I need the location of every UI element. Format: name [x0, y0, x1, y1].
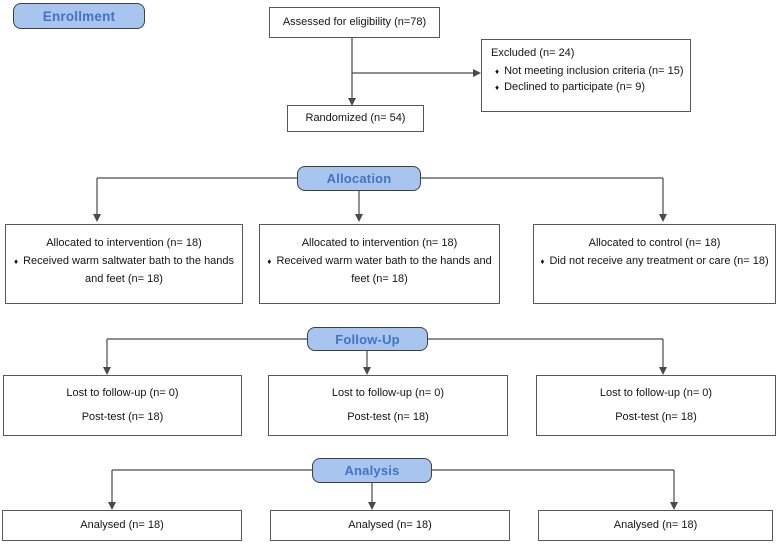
stage-label-allocation: Allocation — [297, 166, 421, 191]
allocation-detail-text: Received warm water bath to the hands an… — [276, 255, 492, 286]
allocation-title: Allocated to control (n= 18) — [588, 237, 721, 249]
lost-to-followup: Lost to follow-up (n= 0) — [66, 386, 179, 399]
arrowhead-analysis-left — [108, 502, 116, 510]
diamond-bullet-icon: ♦ — [540, 257, 545, 267]
excluded-item-text: Declined to participate (n= 9) — [504, 80, 646, 93]
box-followup-2: Lost to follow-up (n= 0) Post-test (n= 1… — [268, 375, 508, 436]
allocation-detail: ♦ Received warm water bath to the hands … — [266, 252, 493, 288]
diamond-bullet-icon: ♦ — [495, 82, 500, 92]
excluded-item-text: Not meeting inclusion criteria (n= 15) — [504, 64, 684, 77]
post-test: Post-test (n= 18) — [347, 411, 429, 424]
allocation-title: Allocated to intervention (n= 18) — [46, 237, 202, 249]
allocation-detail: ♦ Did not receive any treatment or care … — [540, 252, 768, 270]
diamond-bullet-icon: ♦ — [495, 66, 500, 76]
arrowhead-excluded — [473, 69, 481, 77]
post-test: Post-test (n= 18) — [615, 411, 697, 424]
diamond-bullet-icon: ♦ — [13, 257, 19, 267]
stage-label-enrollment: Enrollment — [13, 3, 145, 29]
allocation-detail-text: Did not receive any treatment or care (n… — [549, 255, 769, 268]
stage-label-analysis: Analysis — [312, 458, 432, 483]
box-followup-3: Lost to follow-up (n= 0) Post-test (n= 1… — [536, 375, 776, 436]
box-randomized: Randomized (n= 54) — [287, 105, 424, 132]
arrowhead-allocation-left — [93, 214, 101, 222]
allocation-title: Allocated to intervention (n= 18) — [301, 237, 458, 249]
arrowhead-followup-center — [363, 367, 371, 375]
arrowhead-allocation-center — [355, 214, 363, 222]
stage-label-followup: Follow-Up — [307, 327, 428, 351]
lost-to-followup: Lost to follow-up (n= 0) — [331, 386, 445, 399]
box-allocation-intervention-2: Allocated to intervention (n= 18) ♦ Rece… — [259, 224, 500, 304]
box-analysed-3: Analysed (n= 18) — [538, 510, 773, 541]
post-test: Post-test (n= 18) — [81, 411, 164, 424]
excluded-title: Excluded (n= 24) — [491, 47, 575, 59]
allocation-detail: ♦ Received warm saltwater bath to the ha… — [12, 252, 236, 288]
box-assessed-eligibility: Assessed for eligibility (n=78) — [269, 7, 440, 38]
excluded-item: ♦ Not meeting inclusion criteria (n= 15) — [491, 64, 684, 80]
lost-to-followup: Lost to follow-up (n= 0) — [599, 386, 713, 399]
box-allocation-control: Allocated to control (n= 18) ♦ Did not r… — [533, 224, 776, 304]
diamond-bullet-icon: ♦ — [267, 257, 272, 267]
arrowhead-allocation-right — [659, 214, 667, 222]
arrowhead-analysis-right — [670, 502, 678, 510]
box-analysed-1: Analysed (n= 18) — [2, 510, 242, 541]
box-excluded: Excluded (n= 24) ♦ Not meeting inclusion… — [481, 39, 691, 112]
box-analysed-2: Analysed (n= 18) — [270, 510, 510, 541]
excluded-item: ♦ Declined to participate (n= 9) — [491, 80, 684, 96]
arrowhead-followup-right — [659, 367, 667, 375]
box-followup-1: Lost to follow-up (n= 0) Post-test (n= 1… — [3, 375, 242, 436]
arrowhead-followup-left — [103, 367, 111, 375]
arrowhead-randomized — [348, 98, 356, 106]
allocation-detail-text: Received warm saltwater bath to the hand… — [23, 255, 235, 286]
arrowhead-analysis-center — [368, 502, 376, 510]
box-allocation-intervention-1: Allocated to intervention (n= 18) ♦ Rece… — [5, 224, 243, 304]
